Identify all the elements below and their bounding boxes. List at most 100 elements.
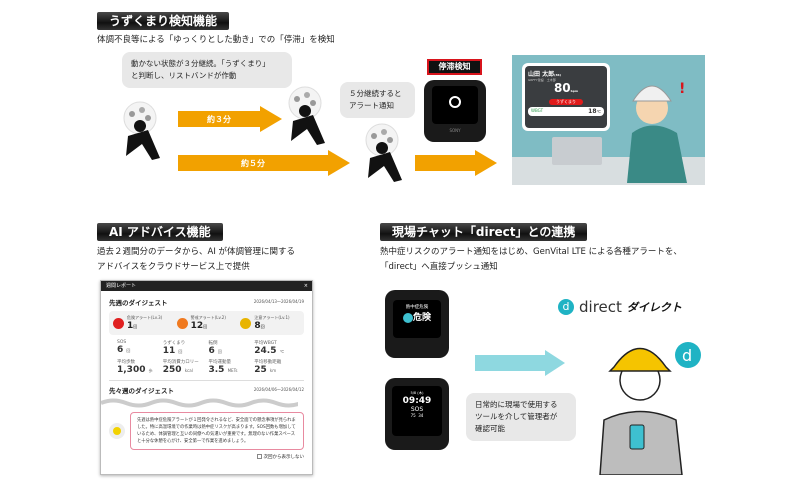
- watch-date: 5/8 (木): [410, 391, 424, 395]
- week2-title: 先々週のダイジェスト: [109, 387, 174, 395]
- laptop: [552, 137, 602, 165]
- bubble-line: 動かない状態が３分継続。「うずくまり」: [131, 59, 270, 68]
- watch-hr: 75: [410, 413, 416, 418]
- alert-value: 1: [127, 321, 134, 331]
- alert-face-icon: [113, 317, 124, 329]
- stat-value: 3.5: [208, 365, 225, 375]
- section-title-ai-advice: AI アドバイス機能: [97, 223, 223, 241]
- alert-unit: 回: [133, 324, 138, 329]
- direct-logo-icon: d: [558, 299, 574, 315]
- crouching-person-icon: [123, 101, 160, 160]
- ai-mascot-icon: [109, 423, 125, 439]
- window-titlebar: 週間レポート ×: [101, 281, 312, 291]
- face-icon: [402, 312, 413, 323]
- dont-show-again[interactable]: 次回から表示しない: [109, 454, 304, 460]
- ai-advice-text: 先週は熱中症危険アラートが１回発令されるなど、安全面での懸念事項が見られました。…: [130, 412, 304, 450]
- stat-label: 平均移動距離: [254, 360, 282, 365]
- worker-org: GRFFY建設 土木部: [528, 78, 556, 82]
- alert-face-icon: [240, 317, 252, 329]
- section-subtitle: 過去２週間分のデータから、AI が体調管理に関するアドバイスをクラウドサービス上…: [97, 245, 295, 275]
- hr-unit: bpm: [570, 89, 579, 93]
- watch-sos-label: SOS: [410, 406, 424, 413]
- wbgt-label: WBGT: [531, 108, 544, 113]
- bubble-line: 日常的に現場で使用する: [475, 400, 558, 409]
- stat-value: 6: [208, 346, 215, 356]
- watch-screen: 熱中症危険 危険: [393, 300, 441, 338]
- speech-bubble-direct: 日常的に現場で使用する ツールを介して管理者が 確認可能: [466, 393, 576, 441]
- section-title-direct: 現場チャット「direct」との連携: [380, 223, 588, 241]
- stat-value: 6: [117, 345, 124, 355]
- watch-brand: SONY: [449, 128, 461, 133]
- worker-name: 山田 太郎: [528, 71, 555, 78]
- alert-face-icon: [176, 317, 188, 329]
- subtitle-line: アドバイスをクラウドサービス上で提供: [97, 262, 250, 272]
- stat-label: 平均消費カロリー: [162, 360, 199, 365]
- arrow-3min: 約３分: [178, 106, 282, 132]
- alert-label: 注意アラート(Lv.1): [254, 315, 290, 320]
- alert-value: 12: [190, 321, 204, 331]
- subtitle-line: 「direct」へ直接プッシュ通知: [380, 262, 498, 272]
- stat-unit: 回: [178, 349, 183, 354]
- arrow-5min: 約５分: [178, 150, 350, 176]
- alert-label: 警戒アラート(Lv.2): [190, 315, 226, 320]
- week1-range: 2026/04/13〜2026/04/19: [253, 299, 304, 304]
- close-button[interactable]: ×: [303, 283, 308, 289]
- stat-unit: km: [269, 368, 277, 373]
- heart-rate: 80: [553, 81, 571, 95]
- direct-logo-katakana: ダイレクト: [626, 301, 682, 314]
- watch-screen: [432, 86, 478, 124]
- bubble-line: ツールを介して管理者が: [475, 412, 558, 421]
- arrow-label: 約３分: [178, 111, 260, 127]
- window-title: 週間レポート: [106, 283, 137, 289]
- stagnation-detected-label: 停滞検知: [427, 59, 482, 75]
- bubble-line: 確認可能: [475, 424, 505, 433]
- stat-value: 250: [162, 365, 182, 375]
- alert-label: 危険アラート(Lv.3): [127, 315, 163, 320]
- bubble-line: と判断し、リストバンドが作動: [131, 71, 237, 80]
- alert-count: 警戒アラート(Lv.2)12回: [176, 315, 237, 331]
- watch-time: 09:49: [402, 396, 432, 406]
- stat-unit: 歩: [148, 368, 153, 373]
- watch-steps: 34: [418, 413, 424, 418]
- uzukumari-alert-badge: うずくまり: [549, 99, 583, 105]
- stat-unit: ℃: [279, 349, 285, 354]
- wavy-divider: [101, 398, 298, 408]
- checkbox[interactable]: [256, 454, 262, 459]
- direct-logo-text: direct: [579, 298, 622, 316]
- speech-bubble-5min: ５分継続すると アラート通知: [340, 82, 415, 118]
- crouching-person-icon: [288, 86, 325, 145]
- watch-status: 危険: [393, 310, 441, 323]
- subtitle-line: 過去２週間分のデータから、AI が体調管理に関する: [97, 247, 296, 257]
- subtitle-line: 熱中症リスクのアラート通知をはじめ、GenVital LTE による各種アラート…: [380, 247, 682, 257]
- svg-text:!: !: [679, 81, 685, 97]
- watch-sos: 5/8 (木) 09:49 SOS 75 34: [385, 378, 449, 450]
- speech-bubble-3min: 動かない状態が３分継続。「うずくまり」 と判断し、リストバンドが作動: [122, 52, 292, 88]
- stat-unit: 回: [217, 349, 222, 354]
- watch-status-text: 危険: [412, 313, 431, 323]
- alert-count: 危険アラート(Lv.3)1回: [113, 315, 173, 331]
- section-subtitle: 体調不良等による「ゆっくりとした動き」での「停滞」を検知: [97, 35, 335, 45]
- watch-screen: 5/8 (木) 09:49 SOS 75 34: [392, 386, 442, 436]
- week2-range: 2026/04/06〜2026/04/12: [253, 387, 304, 392]
- arrow-label: 約５分: [178, 155, 328, 171]
- prohibit-icon: [449, 96, 461, 108]
- section-subtitle: 熱中症リスクのアラート通知をはじめ、GenVital LTE による各種アラート…: [380, 245, 682, 275]
- stat-value: 1,300: [117, 365, 146, 375]
- week1-title: 先週のダイジェスト: [109, 299, 168, 307]
- wbgt-unit: ℃: [596, 109, 602, 114]
- stat-unit: 回: [126, 348, 131, 353]
- worker-with-smartphone: d: [599, 342, 701, 475]
- alert-unit: 回: [260, 324, 265, 329]
- worker-figure: !: [627, 81, 687, 183]
- arrow-to-alert: [415, 150, 497, 176]
- stat-value: 11: [162, 346, 176, 356]
- stat-label: SOS: [117, 340, 127, 345]
- direct-logo: d direct ダイレクト: [558, 298, 682, 316]
